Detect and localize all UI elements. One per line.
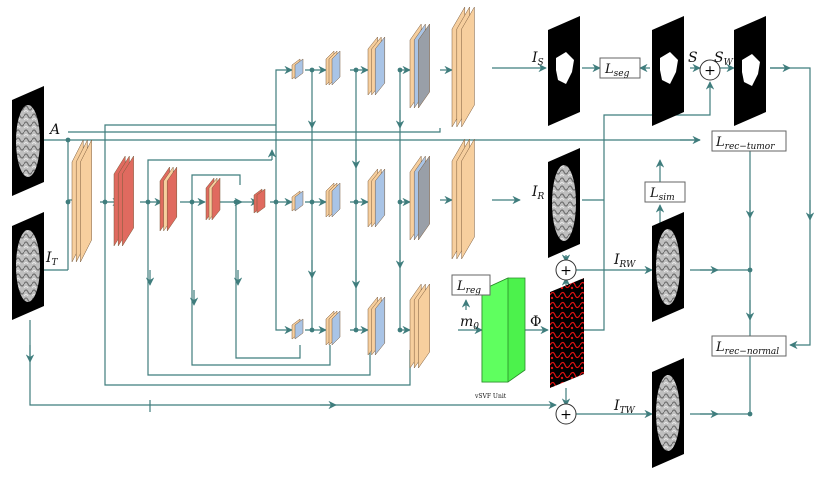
label-sw: SW [714, 50, 734, 68]
junction-dots [65, 67, 753, 417]
image-itw [652, 358, 684, 468]
loss-box-rec-tumor: Lrec−tumor [711, 130, 787, 152]
label-m0: m0 [460, 314, 479, 332]
decoder-mid-blocks [291, 138, 475, 260]
plus-node-irw: + [555, 259, 577, 281]
layer-slab [461, 138, 475, 260]
layer-slab [374, 296, 386, 356]
decoder-bot-blocks [291, 283, 430, 369]
label-it: IT [45, 250, 59, 268]
layer-slab [374, 36, 386, 96]
layer-slab [122, 155, 134, 247]
deformation-field-image [550, 278, 584, 388]
layer-slab [166, 166, 178, 232]
loss-box-rec-normal: Lrec−normal [711, 335, 787, 357]
layer-slab [331, 310, 341, 346]
layer-slab [331, 50, 341, 86]
svg-text:Lsim: Lsim [649, 186, 675, 203]
decoder-top-blocks [291, 6, 475, 128]
layer-slab [331, 182, 341, 218]
label-s: S [688, 50, 698, 66]
layer-slab [294, 58, 304, 80]
svg-text:Lrec−normal: Lrec−normal [715, 340, 779, 357]
image-irw [652, 212, 684, 322]
layer-slab [418, 155, 430, 241]
encoder-blocks [71, 139, 266, 263]
layer-slab [461, 6, 475, 128]
label-a: A [48, 122, 60, 138]
svg-text:+: + [704, 63, 716, 79]
vsvf-unit: vSVF Unit [474, 277, 526, 400]
output-image-ir [548, 148, 580, 258]
label-phi: Φ [530, 314, 541, 330]
plus-node-sw: + [699, 59, 721, 81]
layer-slab [294, 318, 304, 340]
svg-text:+: + [560, 407, 572, 423]
layer-slab [418, 23, 430, 109]
svg-text:Lrec−tumor: Lrec−tumor [715, 135, 775, 152]
label-itw: ITW [613, 398, 636, 416]
output-image-is [548, 16, 580, 126]
loss-box-seg: Lseg [599, 57, 641, 79]
layer-slab [211, 177, 221, 221]
input-image-t [12, 212, 44, 320]
plus-node-itw: + [555, 403, 577, 425]
svg-text:Lreg: Lreg [456, 279, 481, 296]
label-is: IS [531, 50, 544, 68]
loss-box-sim: Lsim [644, 181, 686, 203]
layer-slab [80, 139, 92, 263]
image-s [652, 16, 684, 126]
layer-slab [256, 188, 266, 214]
layer-slab [294, 190, 304, 212]
svg-text:+: + [560, 263, 572, 279]
image-sw [734, 16, 766, 126]
layer-slab [418, 283, 430, 369]
label-ir: IR [531, 184, 545, 202]
vsvf-label: vSVF Unit [474, 393, 507, 400]
layer-slab [374, 168, 386, 228]
input-image-a [12, 86, 44, 196]
label-irw: IRW [613, 252, 636, 270]
svg-text:Lseg: Lseg [604, 62, 630, 79]
loss-box-reg: Lreg [451, 274, 491, 296]
